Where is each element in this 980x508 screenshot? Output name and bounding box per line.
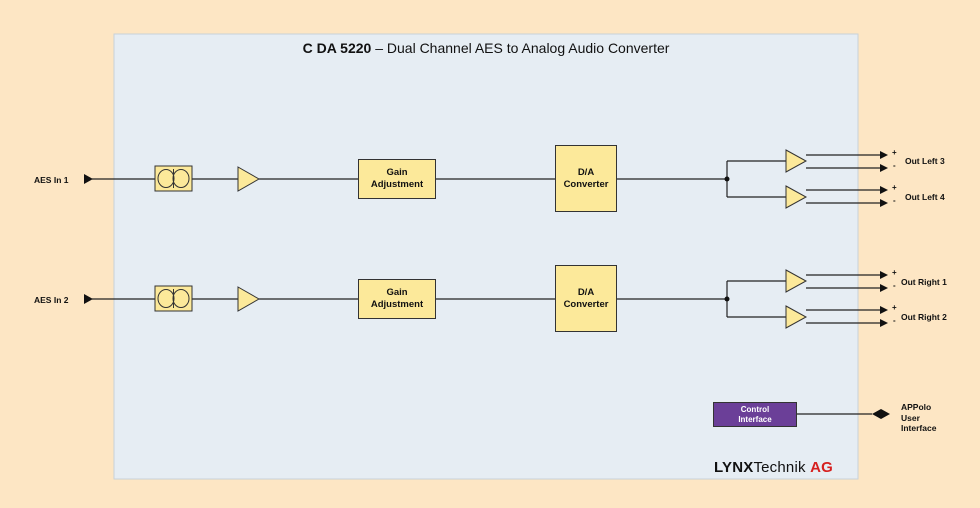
gain-adjustment-block-1: Gain Adjustment — [358, 159, 436, 199]
logo-technik: Technik — [753, 459, 811, 476]
aes-in-2-label: AES In 2 — [34, 295, 69, 305]
out-left-3-plus-arrow-icon — [880, 151, 888, 159]
out-right-2-minus: - — [893, 316, 896, 325]
control-in-arrow-icon — [872, 409, 881, 419]
logo-ag: AG — [810, 459, 833, 476]
output-amp-right-1-icon — [785, 269, 808, 293]
aes-in-1-arrow-icon — [84, 174, 93, 184]
title-description: – Dual Channel AES to Analog Audio Conve… — [371, 40, 670, 56]
da-converter-block-1: D/A Converter — [555, 145, 617, 212]
out-left-4-plus-arrow-icon — [880, 186, 888, 194]
split-node-2 — [724, 296, 730, 302]
lynxtechnik-logo: LYNXTechnik AG — [714, 459, 833, 476]
out-right-1-label: Out Right 1 — [901, 277, 947, 287]
out-left-4-label: Out Left 4 — [905, 192, 945, 202]
page-title: C DA 5220 – Dual Channel AES to Analog A… — [114, 40, 858, 56]
out-right-1-minus: - — [893, 281, 896, 290]
appolo-user-interface-label: APPolo User Interface — [901, 402, 937, 433]
split-node-1 — [724, 176, 730, 182]
out-right-2-minus-arrow-icon — [880, 319, 888, 327]
da-converter-block-2: D/A Converter — [555, 265, 617, 332]
out-right-2-plus: + — [892, 303, 897, 312]
out-left-3-minus: - — [893, 161, 896, 170]
transformer-1-icon — [154, 165, 193, 192]
out-left-4-minus: - — [893, 196, 896, 205]
output-amp-left-3-icon — [785, 149, 808, 173]
out-right-1-plus: + — [892, 268, 897, 277]
output-amp-right-2-icon — [785, 305, 808, 329]
input-amplifier-1-icon — [237, 166, 261, 192]
aes-in-2-arrow-icon — [84, 294, 93, 304]
out-left-4-minus-arrow-icon — [880, 199, 888, 207]
out-right-2-plus-arrow-icon — [880, 306, 888, 314]
out-left-3-plus: + — [892, 148, 897, 157]
out-left-3-minus-arrow-icon — [880, 164, 888, 172]
control-out-arrow-icon — [881, 409, 890, 419]
output-amp-left-4-icon — [785, 185, 808, 209]
aes-in-1-label: AES In 1 — [34, 175, 69, 185]
channel-1 — [92, 154, 882, 204]
input-amplifier-2-icon — [237, 286, 261, 312]
control-interface-block: Control Interface — [713, 402, 797, 427]
out-left-4-plus: + — [892, 183, 897, 192]
out-left-3-label: Out Left 3 — [905, 156, 945, 166]
title-model: C DA 5220 — [302, 40, 372, 56]
gain-adjustment-block-2: Gain Adjustment — [358, 279, 436, 319]
transformer-2-icon — [154, 285, 193, 312]
out-right-1-plus-arrow-icon — [880, 271, 888, 279]
channel-2 — [92, 274, 882, 324]
logo-lynx: LYNX — [714, 459, 754, 476]
out-right-2-label: Out Right 2 — [901, 312, 947, 322]
out-right-1-minus-arrow-icon — [880, 284, 888, 292]
